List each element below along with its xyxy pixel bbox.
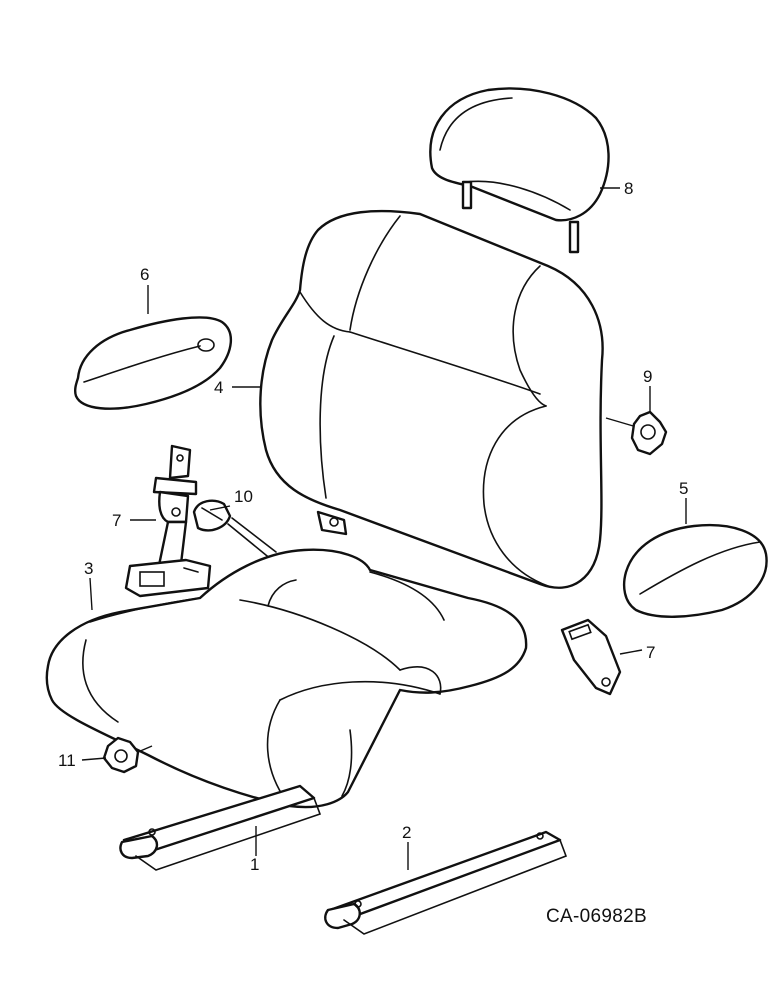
callout-10: 10 [234,487,253,506]
callout-4: 4 [214,378,223,397]
left-side-cover [73,316,232,410]
callout-7-left: 7 [112,511,121,530]
callout-8: 8 [624,179,633,198]
adjuster-knob-left [102,736,153,774]
callout-6: 6 [140,265,149,284]
callout-2: 2 [402,823,411,842]
callout-7-right: 7 [646,643,655,662]
callout-5: 5 [679,479,688,498]
callout-1: 1 [250,855,259,874]
leader-lines [81,187,687,870]
right-side-cover [622,524,768,618]
callout-11: 11 [58,751,76,770]
seat-rail-left [119,784,322,871]
recline-knob-right [605,410,668,456]
callout-9: 9 [643,367,652,386]
seatbelt-retractor [124,444,212,598]
reference-code: CA-06982B [546,906,647,927]
callout-3: 3 [84,559,93,578]
headrest [429,87,610,254]
belt-buckle-tongue [192,499,277,561]
seat-back [259,209,604,589]
seatbelt-buckle [560,618,622,696]
seat-rail-right [324,830,568,935]
